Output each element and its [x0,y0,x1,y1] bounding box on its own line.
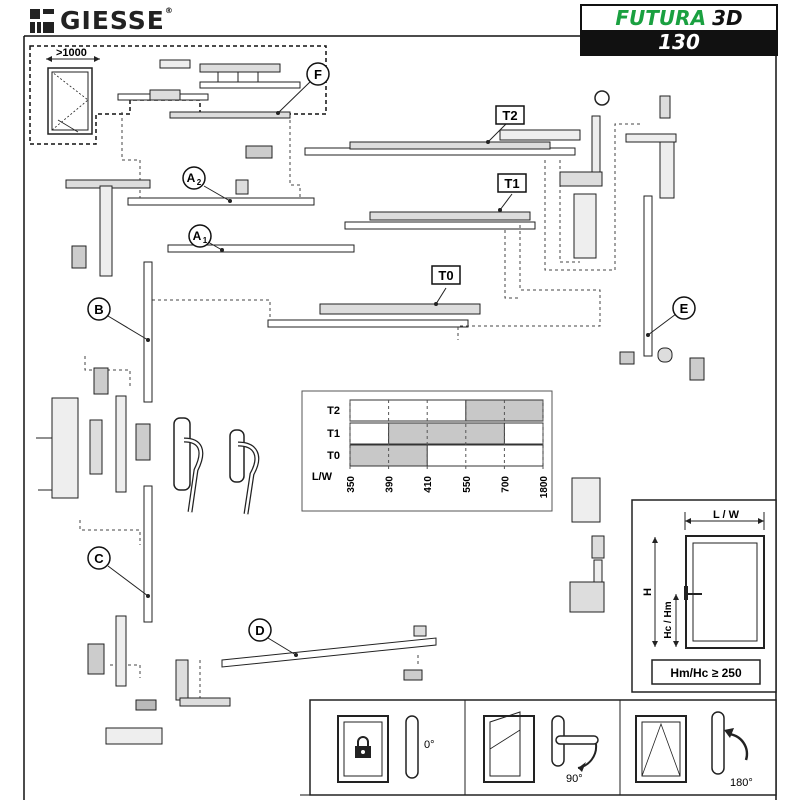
dimension-box: L / W H Hc / Hm Hm/Hc ≥ 250 [631,499,777,693]
product-suffix: 3D [712,6,743,30]
rail-a2: A 2 [127,145,315,206]
size-tick-label: 550 [462,476,473,493]
position-tilt: 180° [635,711,753,789]
handle-horizontal-icon [551,715,599,767]
handle-2-icon [229,429,260,515]
product-box: FUTURA 3D 130 [580,4,778,56]
brand: GIESSE® [30,6,174,35]
position-closed-angle: 0° [424,739,435,751]
product-title: FUTURA 3D [582,6,776,30]
label-t1: T1 [504,176,519,191]
width-label: L / W [713,509,740,521]
size-table: T2 T1 T0 L/W 350 390 410 550 700 1800 [301,390,553,512]
label-a1: A [193,229,202,243]
handle-height-label: Hc / Hm [663,601,674,638]
rail-t2: T2 [304,105,581,156]
label-f: F [314,67,322,82]
label-a2: A [187,171,196,185]
size-tick-label: 1800 [539,476,550,499]
handle-height-formula: Hm/Hc ≥ 250 [670,666,742,680]
rotate-90-arrow-icon [577,743,598,772]
hinge-assembly-top [559,90,677,259]
size-range-t2 [465,399,544,422]
size-tick-label: 350 [346,476,357,493]
lock-icon [355,736,371,758]
handle-up-icon [711,711,725,775]
label-t2: T2 [502,108,517,123]
handle-down-icon [405,715,419,779]
operating-positions: 0° 90° [309,699,777,796]
size-tick-label: 410 [423,476,434,493]
label-a2-sub: 2 [197,178,202,187]
position-closed: 0° [337,715,435,783]
hinge-assembly-bottom [569,477,605,613]
row-label-t2: T2 [327,405,340,417]
gearbox-assembly [36,367,151,499]
size-table-ticks: 350 390 410 550 700 1800 [346,400,550,498]
inset-large-sash-box: >1000 [29,45,327,145]
size-range-t1 [388,422,505,445]
corner-drive-bottom [87,615,231,745]
product-size: 130 [582,30,776,54]
label-e: E [680,301,689,316]
brand-logo-icon [30,8,54,33]
row-label-t1: T1 [327,428,340,440]
position-open-angle: 90° [566,773,583,785]
label-d: D [255,623,264,638]
rail-d: D [221,618,437,681]
product-name: FUTURA [615,6,707,30]
callout-f: F [277,62,330,114]
position-tilt-angle: 180° [730,777,753,789]
rail-a1: A 1 [167,224,355,253]
position-open: 90° [483,711,599,785]
inset-size-label: >1000 [56,47,87,59]
corner-drive-top [65,179,151,277]
size-tick-label: 700 [500,476,511,493]
size-tick-label: 390 [385,476,396,493]
brand-name: GIESSE® [60,6,174,35]
label-a1-sub: 1 [203,236,208,245]
rail-c: C [87,485,153,623]
label-b: B [94,302,103,317]
inset-window-icon [47,67,93,135]
rail-t0: T0 [267,265,481,328]
rotate-180-arrow-icon [724,728,749,761]
size-table-grid [349,399,544,467]
rail-b: B [87,261,153,403]
rail-e: E [619,195,705,381]
label-c: C [94,551,104,566]
label-t0: T0 [438,268,453,283]
window-elevation-icon [684,535,765,649]
axis-label: L/W [312,471,333,483]
row-label-t0: T0 [327,450,340,462]
height-label: H [642,588,654,596]
handle-1-icon [173,417,204,513]
rail-t1: T1 [344,173,536,230]
